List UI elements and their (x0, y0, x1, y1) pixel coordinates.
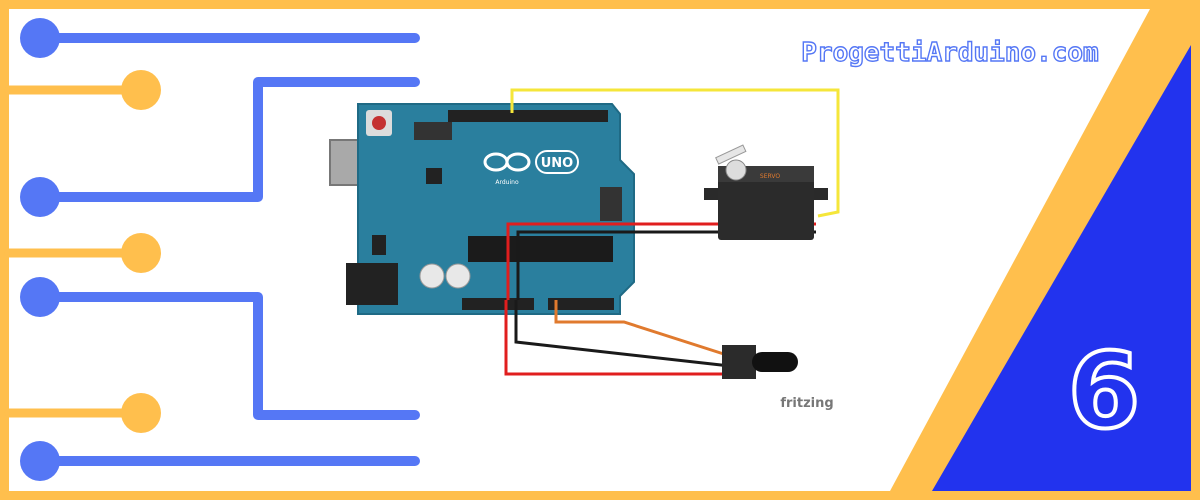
servo-body (718, 166, 814, 240)
board-logo-text: UNO (541, 156, 574, 171)
servo-arm (715, 144, 747, 165)
ground-wire-pot (514, 300, 731, 368)
arduino-board: UNO Arduino (329, 103, 635, 315)
digital-header (448, 110, 608, 122)
regulator (372, 235, 386, 255)
power-wire-pot (504, 300, 730, 376)
small-chip (426, 168, 442, 184)
signal-wire (510, 88, 840, 218)
capacitor-1 (419, 263, 445, 289)
site-name: ProgettiArduino.com (801, 38, 1098, 68)
potentiometer (722, 345, 798, 379)
circuit-lines (4, 33, 420, 466)
power-header (462, 298, 534, 310)
capacitor-2 (445, 263, 471, 289)
circuit-node-icon (20, 18, 60, 58)
circuit-node-icon (20, 277, 60, 317)
board-body (357, 103, 635, 315)
analog-header (548, 298, 614, 310)
arduino-infinity-icon (483, 152, 531, 172)
episode-number: 6 (1068, 330, 1140, 452)
pot-body (722, 345, 756, 379)
corner-triangle (932, 45, 1191, 491)
uno-badge (535, 150, 579, 174)
board-maker-text: Arduino (495, 179, 519, 186)
power-jack (346, 263, 398, 305)
circuit-node-icon (20, 177, 60, 217)
analog-wire-pot (554, 300, 731, 358)
fritzing-credit: fritzing (780, 396, 833, 411)
servo-motor: SERVO (704, 144, 828, 240)
icsp-header (414, 122, 452, 140)
reset-button-cap (372, 116, 386, 130)
power-wire-servo (506, 222, 816, 300)
wires (504, 88, 840, 376)
servo-horn (725, 159, 747, 181)
circuit-node-icon (121, 70, 161, 110)
circuit-node-icon (121, 233, 161, 273)
pot-knob (752, 352, 798, 372)
circuit-node-icon (20, 441, 60, 481)
atmega-chip (468, 236, 613, 262)
circuit-node-icon (121, 393, 161, 433)
blue-trace-3 (35, 292, 420, 420)
icsp-header-2 (600, 187, 622, 221)
servo-label: SERVO (760, 173, 780, 180)
blue-trace-2 (35, 77, 420, 202)
circuit-nodes (20, 18, 161, 481)
ground-wire-servo (516, 230, 816, 300)
